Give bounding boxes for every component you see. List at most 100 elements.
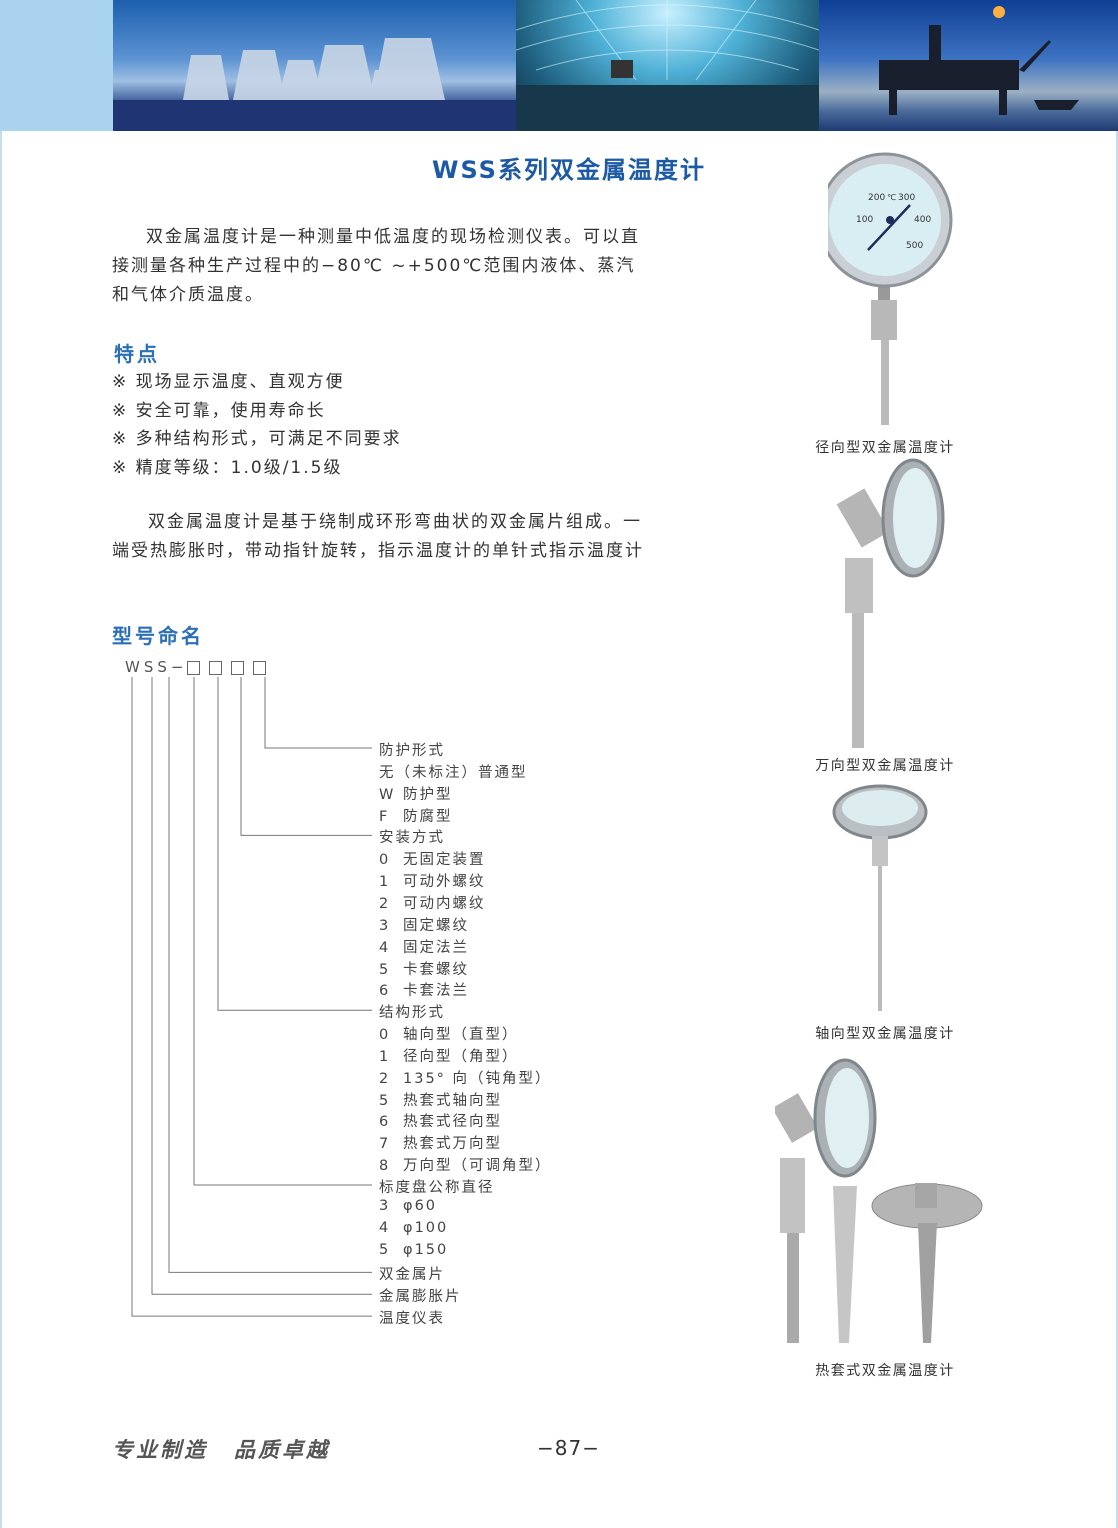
option-code: 8 [379,1158,391,1175]
option-code: 0 [379,1027,391,1044]
option-text: 无固定装置 [403,852,486,869]
model-code: WSS− [125,658,275,676]
naming-row: 防护形式 [379,739,445,760]
option-code: 5 [379,1092,391,1109]
page-border-right [1116,131,1118,1528]
naming-row: 5 卡套螺纹 [379,958,469,979]
features-list: ※ 现场显示温度、直观方便 ※ 安全可靠，使用寿命长 ※ 多种结构形式，可满足不… [112,368,402,482]
universal-thermometer-image [836,458,945,748]
features-heading: 特点 [114,342,160,366]
dial-label: 300 [898,193,915,203]
product-caption: 热套式双金属温度计 [815,1363,955,1379]
option-code: F [379,808,390,825]
page-border-left [0,131,2,1528]
option-code: 0 [379,852,391,869]
feature-item: ※ 多种结构形式，可满足不同要求 [112,425,402,454]
naming-tree-lines [131,677,372,1317]
naming-row: 8 万向型（可调角型） [379,1154,552,1175]
product-caption: 万向型双金属温度计 [815,758,955,774]
code-box [209,660,223,675]
naming-row: 结构形式 [379,1001,445,1022]
option-text: 金属膨胀片 [379,1289,462,1306]
gauge-needle [867,204,911,251]
bullet-icon: ※ [112,429,129,449]
option-code: 1 [379,874,391,891]
naming-row: 温度仪表 [379,1307,445,1328]
banner-strip [0,0,113,131]
naming-row: 4 固定法兰 [379,936,469,957]
code-box [253,660,267,675]
code-box [187,660,201,675]
feature-item: ※ 精度等级：1.0级/1.5级 [112,454,402,483]
option-text: 双金属片 [379,1267,445,1284]
option-code: 3 [379,1197,391,1214]
option-text: 卡套螺纹 [403,961,469,978]
option-text: φ150 [403,1241,449,1258]
intro-paragraph: 双金属温度计是一种测量中低温度的现场检测仪表。可以直接测量各种生产过程中的−80… [112,227,640,305]
bullet-icon: ※ [112,372,129,392]
feature-text: 精度等级：1.0级/1.5级 [135,457,343,478]
option-code: 2 [379,895,391,912]
feature-item: ※ 安全可靠，使用寿命长 [112,397,402,426]
dial-label: 400 [914,215,931,225]
page-title: WSS系列双金属温度计 [432,156,706,184]
option-code: W [379,786,396,803]
option-text: 标度盘公称直径 [379,1180,495,1196]
option-text: 固定法兰 [403,939,469,956]
radial-thermometer-image: 200 100 ℃ 300 400 500 [828,152,953,425]
option-text: 温度仪表 [379,1311,445,1328]
tree-connector-line [240,677,372,836]
tree-connector-line [131,677,372,1317]
dial-label: 200 [868,193,885,203]
page-number: −87− [537,1436,600,1460]
product-caption: 径向型双金属温度计 [815,440,955,456]
feature-item: ※ 现场显示温度、直观方便 [112,368,402,397]
naming-row: 双金属片 [379,1263,445,1284]
tree-connector-line [217,677,372,1011]
option-text: 可动内螺纹 [403,895,486,912]
tree-connector-line [193,677,372,1186]
naming-heading: 型号命名 [112,624,204,648]
dial-label: 100 [856,215,873,225]
option-code: 6 [379,1114,391,1131]
option-code: 4 [379,939,391,956]
option-code: 5 [379,961,391,978]
tree-connector-line [168,677,372,1273]
naming-row: 无（未标注）普通型 [379,761,528,782]
option-text: 固定螺纹 [403,917,469,934]
code-box [231,660,245,675]
option-text: 135° 向（钝角型） [403,1070,552,1087]
option-code: 7 [379,1136,391,1153]
principle-paragraph: 双金属温度计是基于绕制成环形弯曲状的双金属片组成。一端受热膨胀时，带动指针旋转，… [112,512,644,561]
naming-row: 金属膨胀片 [379,1285,462,1306]
naming-row: 标度盘公称直径 [379,1176,495,1197]
bullet-icon: ※ [112,400,129,421]
code-prefix: WSS− [125,658,188,676]
option-text: 卡套法兰 [403,983,469,1000]
dial-label: 500 [906,241,923,251]
option-code: 5 [379,1241,391,1258]
product-caption: 轴向型双金属温度计 [815,1026,955,1042]
footer-slogan-2: 品质卓越 [234,1438,330,1462]
thermowell-thermometer-image [775,1058,983,1343]
option-text: 结构形式 [379,1005,445,1022]
option-text: 万向型（可调角型） [403,1158,552,1175]
feature-text: 安全可靠，使用寿命长 [135,400,326,421]
option-text: 安装方式 [379,830,445,847]
option-text: 无（未标注）普通型 [379,764,528,781]
footer-slogan-1: 专业制造 [112,1438,208,1462]
naming-row: 安装方式 [379,826,445,847]
